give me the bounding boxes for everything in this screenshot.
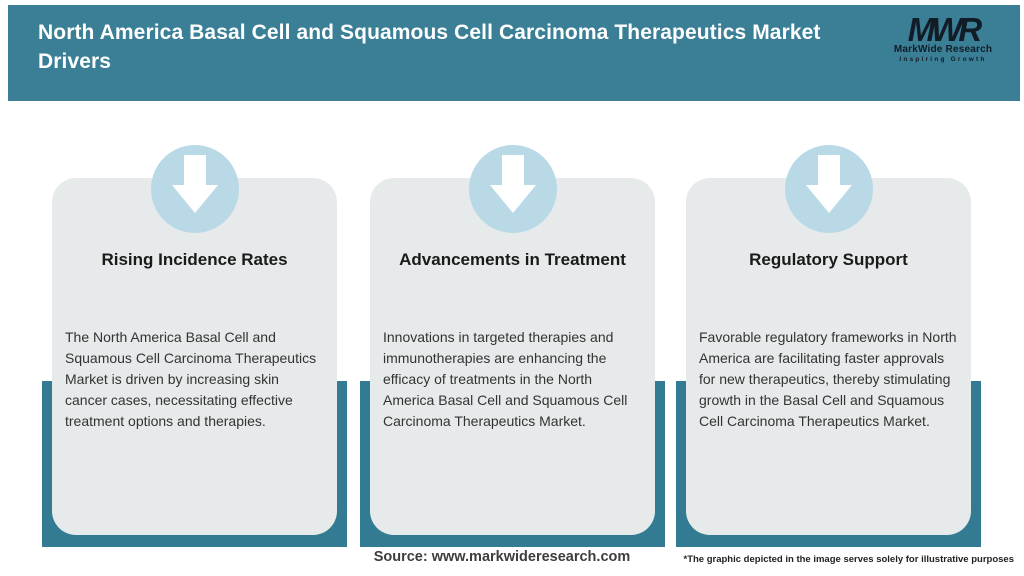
logo-tagline: Inspiring Growth <box>899 56 987 63</box>
markwide-logo: MWR MarkWide Research Inspiring Growth <box>880 13 1006 63</box>
logo-monogram: MWR <box>907 11 982 48</box>
card-body-text: Innovations in targeted therapies and im… <box>383 329 628 429</box>
card-panel <box>686 178 971 535</box>
card-title: Regulatory Support <box>749 250 908 269</box>
driver-card-advancements: Advancements in Treatment Innovations in… <box>360 145 665 547</box>
down-arrow-icon <box>784 145 873 233</box>
card-panel <box>370 178 655 535</box>
card-title: Rising Incidence Rates <box>101 250 288 269</box>
logo-name: MarkWide Research <box>893 44 993 55</box>
page-title-line-1: North America Basal Cell and Squamous Ce… <box>38 21 821 44</box>
driver-card-rising-incidence: Rising Incidence Rates The North America… <box>42 145 347 547</box>
header-banner: North America Basal Cell and Squamous Ce… <box>8 5 1020 101</box>
card-body-text: Favorable regulatory frameworks in North… <box>699 329 957 429</box>
card-body-text: The North America Basal Cell and Squamou… <box>65 329 317 429</box>
card-panel <box>52 178 337 535</box>
driver-card-regulatory: Regulatory Support Favorable regulatory … <box>676 145 981 547</box>
source-text: Source: www.markwideresearch.com <box>373 549 631 565</box>
page-title-line-2: Drivers <box>38 50 112 73</box>
down-arrow-icon <box>468 145 557 233</box>
page-title: North America Basal Cell and Squamous Ce… <box>38 18 888 76</box>
down-arrow-icon <box>150 145 239 233</box>
disclaimer-text: *The graphic depicted in the image serve… <box>683 554 1015 565</box>
card-title: Advancements in Treatment <box>399 250 626 269</box>
